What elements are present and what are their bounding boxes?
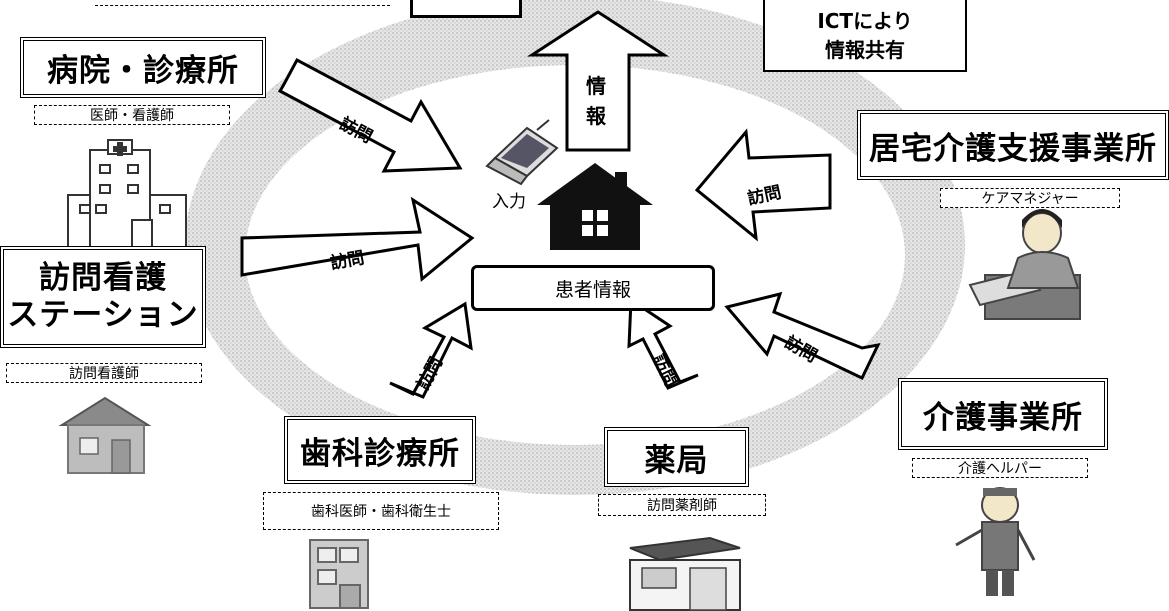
pharmacy-staff-text: 訪問薬剤師: [647, 498, 717, 514]
care-support-box: 居宅介護支援事業所: [857, 110, 1169, 180]
laptop-icon: [485, 119, 559, 186]
dental-building-icon: [309, 539, 369, 609]
patient-info-box: 患者情報: [471, 265, 715, 311]
care-office-staff-label: 介護ヘルパー: [912, 458, 1088, 478]
hospital-building-icon: [67, 139, 187, 256]
dental-staff-text: 歯科医師・歯科衛生士: [311, 504, 451, 520]
input-label: 入力: [492, 192, 526, 212]
pharmacy-staff-label: 訪問薬剤師: [598, 494, 766, 516]
hospital-staff-label: 医師・看護師: [34, 105, 230, 125]
visit-arrow-dental: [389, 301, 473, 399]
dental-box: 歯科診療所: [284, 416, 476, 484]
nursing-station-name-2: ステーション: [7, 297, 199, 333]
pharmacy-box: 薬局: [604, 427, 749, 487]
up-arrow: [526, 10, 670, 152]
nursing-staff-label: 訪問看護師: [6, 363, 202, 383]
care-support-name: 居宅介護支援事業所: [869, 130, 1157, 167]
hospital-name: 病院・診療所: [47, 53, 239, 89]
top-left-dashed-edge: [95, 0, 390, 6]
patient-info-label: 患者情報: [554, 278, 631, 301]
care-office-name: 介護事業所: [923, 399, 1083, 436]
ict-box: ICTにより 情報共有: [763, 0, 967, 72]
helper-person-icon: [955, 487, 1036, 596]
up-arrow-label-1: 情: [586, 74, 606, 98]
nursing-house-icon: [58, 396, 152, 474]
up-arrow-label-2: 報: [586, 104, 606, 128]
care-manager-person-icon: [968, 209, 1081, 320]
hospital-staff-text: 医師・看護師: [90, 108, 174, 124]
dental-name: 歯科診療所: [300, 435, 460, 472]
nursing-station-name-1: 訪問看護: [39, 259, 167, 296]
visit-arrow-care-support: [694, 128, 832, 242]
care-office-box: 介護事業所: [898, 378, 1108, 450]
visit-arrow-nursing: [240, 196, 475, 282]
pharmacy-name: 薬局: [644, 442, 709, 479]
nursing-station-box: 訪問看護 ステーション: [0, 246, 206, 348]
care-support-staff-text: ケアマネジャー: [981, 191, 1079, 207]
dental-staff-label: 歯科医師・歯科衛生士: [263, 492, 499, 530]
care-support-staff-label: ケアマネジャー: [940, 188, 1120, 208]
pharmacy-store-icon: [629, 536, 741, 611]
visit-arrow-care-office: [724, 291, 881, 380]
visit-arrow-hospital: [277, 57, 463, 173]
hospital-cross-icon: [113, 142, 127, 156]
ict-line2: 情報共有: [825, 38, 905, 62]
nursing-staff-text: 訪問看護師: [69, 366, 139, 382]
hospital-box: 病院・診療所: [20, 37, 266, 98]
care-office-staff-text: 介護ヘルパー: [958, 461, 1042, 477]
house-icon: [537, 163, 653, 250]
ict-line1: ICTにより: [817, 9, 913, 33]
top-partial-box: [410, 0, 522, 18]
